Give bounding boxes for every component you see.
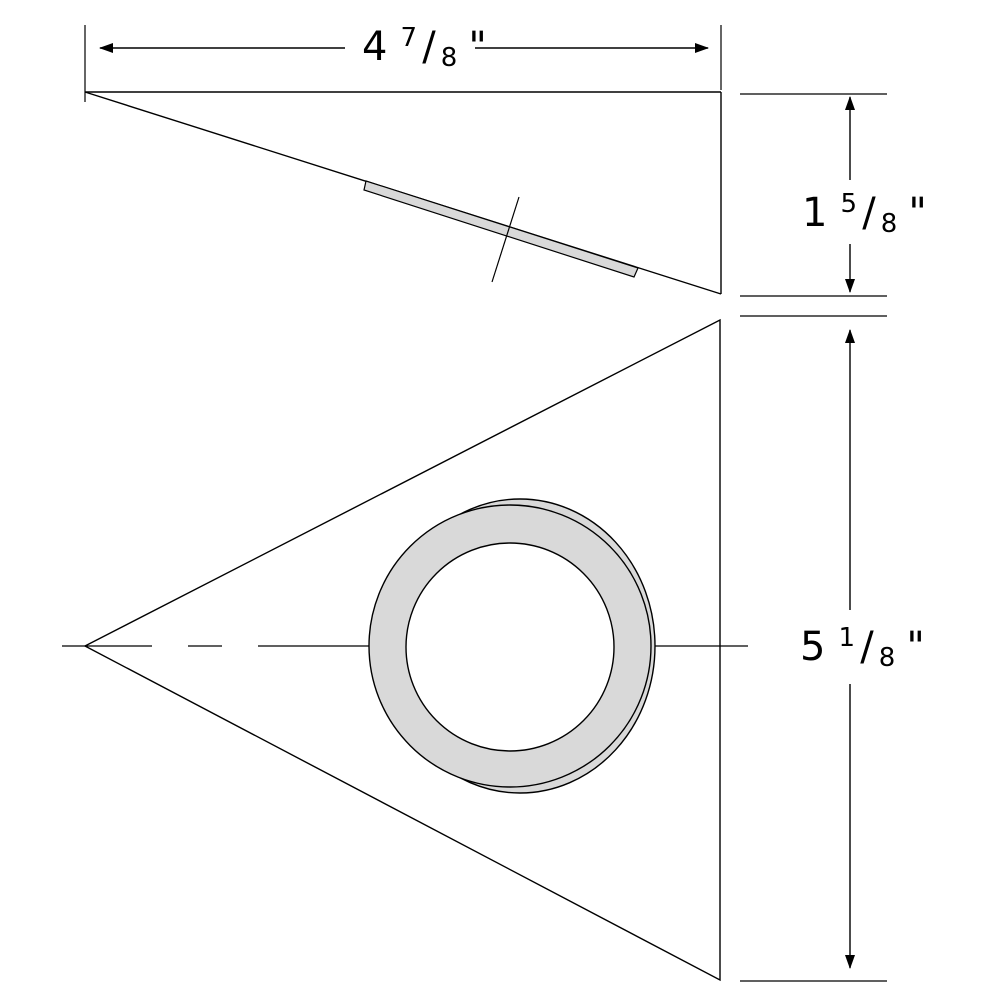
height-slash: / xyxy=(862,190,876,236)
width-denominator: 8 xyxy=(441,43,458,73)
width-numerator: 7 xyxy=(401,23,418,53)
ring-inner-opening xyxy=(405,542,615,752)
width-slash: / xyxy=(422,24,436,70)
side-view xyxy=(84,91,722,295)
length-whole: 5 xyxy=(800,624,825,670)
side-view-center-mark xyxy=(491,196,520,283)
height-numerator: 5 xyxy=(841,189,858,219)
height-dimension-label: 1 5 / 8 " xyxy=(802,189,927,239)
length-dimension: 5 1 / 8 " xyxy=(740,315,925,982)
length-unit: " xyxy=(906,624,924,670)
length-denominator: 8 xyxy=(879,643,896,673)
length-slash: / xyxy=(860,624,874,670)
length-numerator: 1 xyxy=(839,623,856,653)
width-unit: " xyxy=(468,24,486,70)
width-whole: 4 xyxy=(362,24,387,70)
height-denominator: 8 xyxy=(881,209,898,239)
top-view xyxy=(62,318,748,982)
side-view-lens-plate xyxy=(363,180,639,278)
width-dimension: 4 7 / 8 " xyxy=(84,23,722,102)
height-dimension: 1 5 / 8 " xyxy=(740,93,927,297)
length-dimension-label: 5 1 / 8 " xyxy=(800,623,925,673)
height-whole: 1 xyxy=(802,190,827,236)
width-dimension-label: 4 7 / 8 " xyxy=(362,23,487,73)
height-unit: " xyxy=(908,190,926,236)
top-view-triangle xyxy=(83,318,721,982)
